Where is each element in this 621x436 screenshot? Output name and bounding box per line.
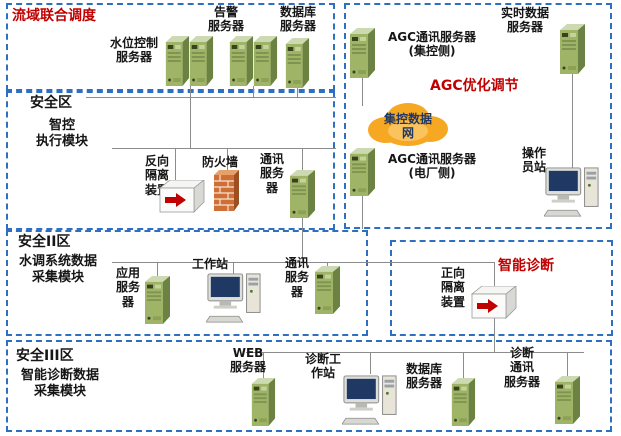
diagnosis-workstation-icon bbox=[342, 374, 398, 426]
realtime-server-icon bbox=[558, 24, 586, 74]
alarm-server-icon bbox=[252, 36, 278, 86]
connector-line bbox=[494, 262, 495, 288]
connector-line bbox=[233, 262, 234, 274]
connector-line bbox=[190, 97, 191, 148]
connector-line bbox=[175, 148, 176, 182]
connector-line bbox=[494, 318, 495, 352]
connector-line bbox=[112, 262, 494, 263]
connector-line bbox=[297, 88, 298, 97]
cloud-label: 集控数据 网 bbox=[383, 112, 432, 141]
zone-box-agc bbox=[344, 3, 612, 229]
agc-central-server-label: AGC通讯服务器 (集控侧) bbox=[388, 30, 476, 59]
agc-plant-server-label: AGC通讯服务器 (电厂侧) bbox=[388, 152, 476, 181]
zone1-module-label: 智控 执行模块 bbox=[35, 118, 88, 149]
zone-box-zone3 bbox=[6, 340, 612, 432]
water-level-server-icon bbox=[164, 36, 190, 86]
zone-box-zone1 bbox=[6, 91, 335, 230]
connector-line bbox=[190, 86, 191, 97]
water-level-server-icon bbox=[188, 36, 214, 86]
basin-dispatch-title: 流域联合调度 bbox=[12, 8, 96, 24]
connector-line bbox=[112, 148, 336, 149]
connector-line bbox=[572, 72, 573, 168]
zone2-label: 安全II区 bbox=[18, 234, 71, 250]
database-server-icon bbox=[284, 38, 310, 88]
zone3-label: 安全III区 bbox=[16, 348, 74, 364]
database-server-top-label: 数据库 服务器 bbox=[279, 5, 316, 34]
connector-line bbox=[370, 352, 371, 374]
connector-line bbox=[263, 352, 264, 378]
agc-title: AGC优化调节 bbox=[430, 78, 519, 94]
zone2-module-label: 水调系统数据 采集模块 bbox=[18, 254, 97, 285]
agc-plant-server-icon bbox=[348, 148, 376, 196]
alarm-server-icon bbox=[228, 36, 254, 86]
connector-line bbox=[86, 97, 336, 98]
operator-station-label: 操作 员站 bbox=[521, 146, 546, 175]
zone-box-diagnosis bbox=[390, 240, 613, 336]
web-server-icon bbox=[250, 378, 276, 426]
agc-central-server-icon bbox=[348, 28, 376, 78]
firewall-icon bbox=[212, 170, 240, 212]
connector-line bbox=[567, 352, 568, 376]
comm-server1-label: 通讯 服务 器 bbox=[259, 152, 284, 195]
connector-line bbox=[362, 76, 363, 106]
firewall-label: 防火墙 bbox=[201, 155, 238, 169]
diagnosis-title: 智能诊断 bbox=[498, 258, 554, 274]
app-server-label: 应用 服务 器 bbox=[115, 266, 140, 309]
operator-station-icon bbox=[544, 166, 600, 218]
workstation-icon bbox=[206, 272, 262, 324]
alarm-server-label: 告警 服务器 bbox=[207, 5, 244, 34]
comm-server2-icon bbox=[313, 266, 341, 314]
database-server-bottom-label: 数据库 服务器 bbox=[405, 362, 442, 391]
forward-isolation-label: 正向 隔离 装置 bbox=[440, 266, 465, 309]
connector-line bbox=[362, 194, 363, 229]
comm-server2-label: 通讯 服务 器 bbox=[284, 256, 309, 299]
connector-line bbox=[157, 262, 158, 278]
realtime-server-label: 实时数据 服务器 bbox=[500, 6, 549, 35]
zone3-module-label: 智能诊断数据 采集模块 bbox=[20, 368, 99, 399]
database-server-bottom-icon bbox=[450, 378, 476, 426]
connector-line bbox=[253, 86, 254, 97]
reverse-isolation-device-icon bbox=[158, 180, 206, 214]
workstation-label: 工作站 bbox=[191, 257, 228, 271]
diagnosis-comm-server-icon bbox=[553, 376, 581, 424]
water-level-server-label: 水位控制 服务器 bbox=[109, 36, 158, 65]
zone1-label: 安全区 bbox=[30, 95, 72, 111]
forward-isolation-device-icon bbox=[470, 286, 518, 320]
diagnosis-workstation-label: 诊断工 作站 bbox=[304, 352, 341, 381]
comm-server1-icon bbox=[288, 170, 316, 218]
diagnosis-comm-server-label: 诊断 通讯 服务器 bbox=[503, 346, 540, 389]
zone-box-zone2 bbox=[6, 230, 368, 336]
connector-line bbox=[463, 352, 464, 378]
web-server-label: WEB 服务器 bbox=[229, 346, 266, 375]
connector-line bbox=[302, 218, 303, 262]
app-server-icon bbox=[143, 276, 171, 324]
connector-line bbox=[302, 148, 303, 172]
connector-line bbox=[246, 352, 584, 353]
connector-line bbox=[327, 262, 328, 268]
zone-box-basin-dispatch bbox=[6, 3, 335, 91]
connector-line bbox=[227, 148, 228, 172]
